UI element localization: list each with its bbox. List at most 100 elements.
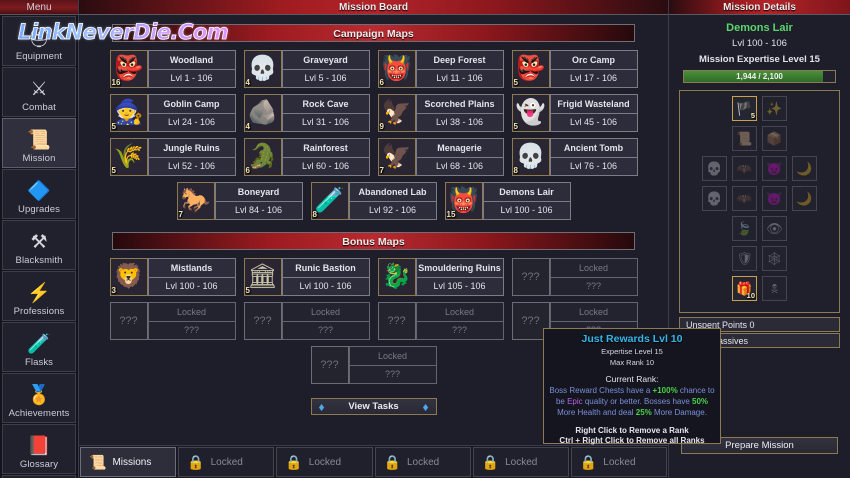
map-thumbnail[interactable]: 🦅9 [377, 94, 416, 132]
map-name: Abandoned Lab [348, 182, 437, 201]
map-thumbnail-icon: 🦅 [381, 99, 412, 126]
tab-locked-3[interactable]: 🔒Locked [374, 447, 471, 477]
sidebar-item-label: Blacksmith [15, 255, 63, 266]
map-thumbnail[interactable]: 👺5 [511, 50, 550, 88]
tab-label: Locked [505, 456, 538, 468]
map-thumbnail[interactable]: 🏛5 [243, 258, 282, 296]
sidebar-item-glossary[interactable]: 📕Glossary [2, 424, 76, 474]
spider-passive-icon[interactable]: 🕸 [762, 246, 787, 271]
tab-locked-1[interactable]: 🔒Locked [178, 447, 275, 477]
eye-passive-icon[interactable]: 👁 [762, 216, 787, 241]
map-thumbnail-icon: 🦁 [113, 263, 144, 290]
sidebar-item-professions[interactable]: ⚡Professions [2, 271, 76, 321]
sidebar-item-label: Equipment [15, 51, 63, 62]
map-badge-count: 6 [379, 78, 384, 87]
map-thumbnail[interactable]: 🐊6 [243, 138, 282, 176]
unknown-icon: ??? [253, 315, 272, 327]
skull-passive-icon[interactable]: 💀 [702, 156, 727, 181]
shield-passive-icon[interactable]: 🛡 [732, 246, 757, 271]
chest-passive-icon[interactable]: 📦 [762, 126, 787, 151]
map-card-locked: ???Locked??? [310, 346, 437, 384]
sidebar-item-mission[interactable]: 📜Mission [2, 118, 76, 168]
tab-missions-0[interactable]: 📜Missions [80, 447, 177, 477]
watermark-text: LinkNeverDie.Com [18, 20, 229, 45]
view-tasks-button[interactable]: ♦ View Tasks ♦ [310, 398, 437, 415]
sidebar-item-combat[interactable]: ⚔Combat [2, 67, 76, 117]
tooltip-desc-mid1: chance to be [555, 386, 715, 406]
map-thumbnail[interactable]: 🦁3 [109, 258, 148, 296]
passive-glyph: 🌙 [796, 160, 813, 176]
scroll-passive-icon[interactable]: 📜 [732, 126, 757, 151]
sidebar-item-settings[interactable]: ⌛Settings [2, 475, 76, 478]
map-thumbnail[interactable]: 🦅7 [377, 138, 416, 176]
frost-demon-passive-icon[interactable]: 👿 [762, 186, 787, 211]
tooltip-remove-rank-hint: Right Click to Remove a Rank [575, 426, 689, 435]
map-thumbnail[interactable]: 🧙5 [109, 94, 148, 132]
purple-crescent-passive-icon[interactable]: 🌙 [792, 186, 817, 211]
crescent-passive-icon[interactable]: 🌙 [792, 156, 817, 181]
map-name: Mistlands [147, 258, 236, 277]
map-thumbnail[interactable]: 👹15 [444, 182, 483, 220]
map-thumbnail[interactable]: 💀8 [511, 138, 550, 176]
dark-gate-passive-icon[interactable]: 🕱 [762, 276, 787, 301]
demon-passive-icon[interactable]: 👿 [762, 156, 787, 181]
tab-locked-5[interactable]: 🔒Locked [570, 447, 668, 477]
leaf-passive-icon[interactable]: 🍃 [732, 216, 757, 241]
tab-locked-2[interactable]: 🔒Locked [276, 447, 373, 477]
map-badge-count: 5 [513, 122, 518, 131]
sidebar-item-blacksmith[interactable]: ⚒Blacksmith [2, 220, 76, 270]
map-thumbnail[interactable]: 🌾5 [109, 138, 148, 176]
orange-bat-passive-icon[interactable]: 🦇 [732, 186, 757, 211]
passive-row: 🏴5✨ [684, 96, 835, 121]
bat-passive-icon[interactable]: 🦇 [732, 156, 757, 181]
sidebar-item-upgrades[interactable]: 🔷Upgrades [2, 169, 76, 219]
blue-skull-passive-icon[interactable]: 💀 [702, 186, 727, 211]
map-thumbnail[interactable]: 🪨4 [243, 94, 282, 132]
map-thumbnail[interactable]: 👻5 [511, 94, 550, 132]
map-thumbnail[interactable]: 🐎7 [176, 182, 215, 220]
passive-skill-tree: 🏴5✨📜📦💀🦇👿🌙💀🦇👿🌙🍃👁🛡🕸🎁10🕱 [679, 90, 840, 313]
unknown-icon: ??? [521, 315, 540, 327]
passive-tooltip: Just Rewards Lvl 10 Expertise Level 15 M… [543, 328, 721, 445]
map-thumbnail[interactable]: 👹6 [377, 50, 416, 88]
tab-locked-4[interactable]: 🔒Locked [472, 447, 569, 477]
map-thumbnail[interactable]: 🧪8 [310, 182, 349, 220]
map-thumbnail[interactable]: 🐉 [377, 258, 416, 296]
map-thumbnail[interactable]: 💀4 [243, 50, 282, 88]
sidebar-item-achievements[interactable]: 🏅Achievements [2, 373, 76, 423]
sidebar-item-label: Professions [13, 306, 65, 317]
map-badge-count: 5 [513, 78, 518, 87]
map-thumbnail[interactable]: 👺16 [109, 50, 148, 88]
leaf-glow-passive-icon[interactable]: ✨ [762, 96, 787, 121]
sidebar-item-equipment[interactable]: ⛑Equipment [2, 16, 76, 66]
sidebar-item-flasks[interactable]: 🧪Flasks [2, 322, 76, 372]
chest-reward-passive-icon[interactable]: 🎁10 [732, 276, 757, 301]
map-thumbnail-icon: 🐎 [180, 187, 211, 214]
map-thumbnail-icon: 👻 [515, 99, 546, 126]
banner-passive-icon[interactable]: 🏴5 [732, 96, 757, 121]
tab-label: Missions [112, 456, 152, 468]
map-badge-count: 8 [513, 166, 518, 175]
